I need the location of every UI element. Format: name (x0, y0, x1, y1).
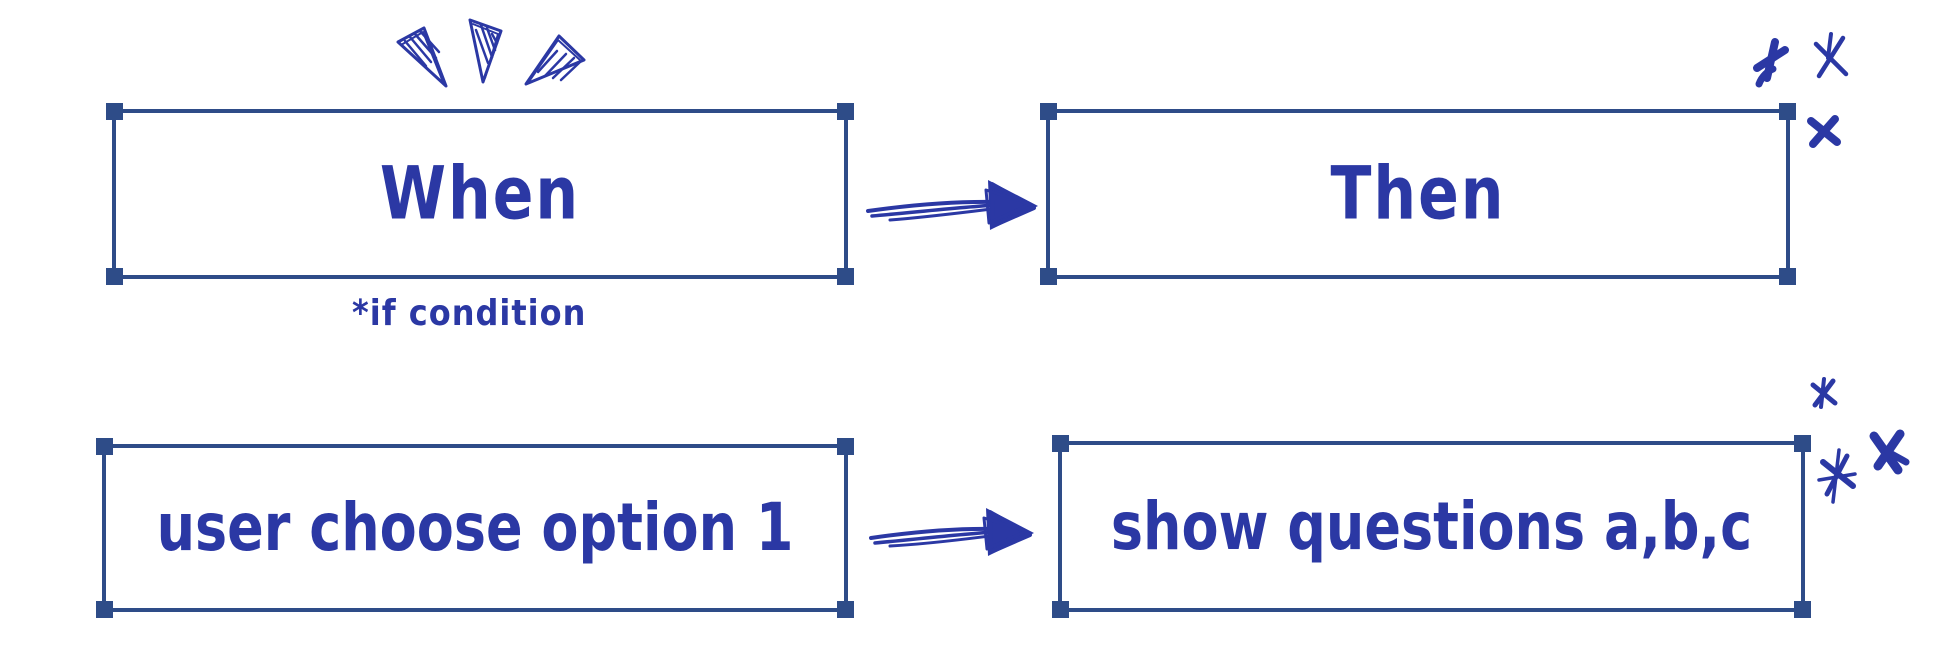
sparkle-asterisk-icon[interactable] (1806, 376, 1842, 410)
triangle-right (526, 36, 584, 84)
resize-handle-top-left[interactable] (106, 103, 123, 120)
arrow-right-icon[interactable] (866, 498, 1040, 566)
resize-handle-top-left[interactable] (1040, 103, 1057, 120)
show-questions-box-label: show questions a,b,c (1110, 487, 1753, 565)
sparkle-asterisk-icon[interactable] (1804, 112, 1844, 150)
resize-handle-top-left[interactable] (1052, 435, 1069, 452)
resize-handle-bottom-right[interactable] (1794, 601, 1811, 618)
arrow-right-icon[interactable] (862, 168, 1044, 240)
sparkle-asterisk-icon[interactable] (1814, 444, 1860, 506)
show-questions-box[interactable]: show questions a,b,c (1052, 435, 1811, 618)
resize-handle-top-right[interactable] (1779, 103, 1796, 120)
resize-handle-bottom-left[interactable] (1040, 268, 1057, 285)
resize-handle-top-right[interactable] (837, 438, 854, 455)
sparkle-asterisk-icon[interactable] (1752, 36, 1790, 90)
resize-handle-bottom-right[interactable] (1779, 268, 1796, 285)
resize-handle-bottom-right[interactable] (837, 601, 854, 618)
resize-handle-bottom-left[interactable] (106, 268, 123, 285)
resize-handle-top-left[interactable] (96, 438, 113, 455)
sparkle-asterisk-icon[interactable] (1808, 30, 1852, 80)
when-box[interactable]: When (106, 103, 854, 285)
resize-handle-bottom-left[interactable] (96, 601, 113, 618)
if-condition-note[interactable]: *if condition (352, 292, 587, 334)
when-box-label: When (379, 151, 581, 237)
resize-handle-top-right[interactable] (837, 103, 854, 120)
resize-handle-bottom-left[interactable] (1052, 601, 1069, 618)
arrow-head (986, 180, 1038, 230)
triangle-left (398, 28, 446, 86)
user-option-box-label: user choose option 1 (156, 488, 794, 566)
resize-handle-bottom-right[interactable] (837, 268, 854, 285)
arrow-head (984, 508, 1034, 556)
emphasis-triangles-icon[interactable] (388, 8, 593, 96)
triangle-middle (470, 20, 501, 82)
sparkle-asterisk-icon[interactable] (1862, 424, 1912, 482)
user-option-box[interactable]: user choose option 1 (96, 438, 854, 618)
resize-handle-top-right[interactable] (1794, 435, 1811, 452)
then-box[interactable]: Then (1040, 103, 1796, 285)
then-box-label: Then (1330, 151, 1506, 237)
